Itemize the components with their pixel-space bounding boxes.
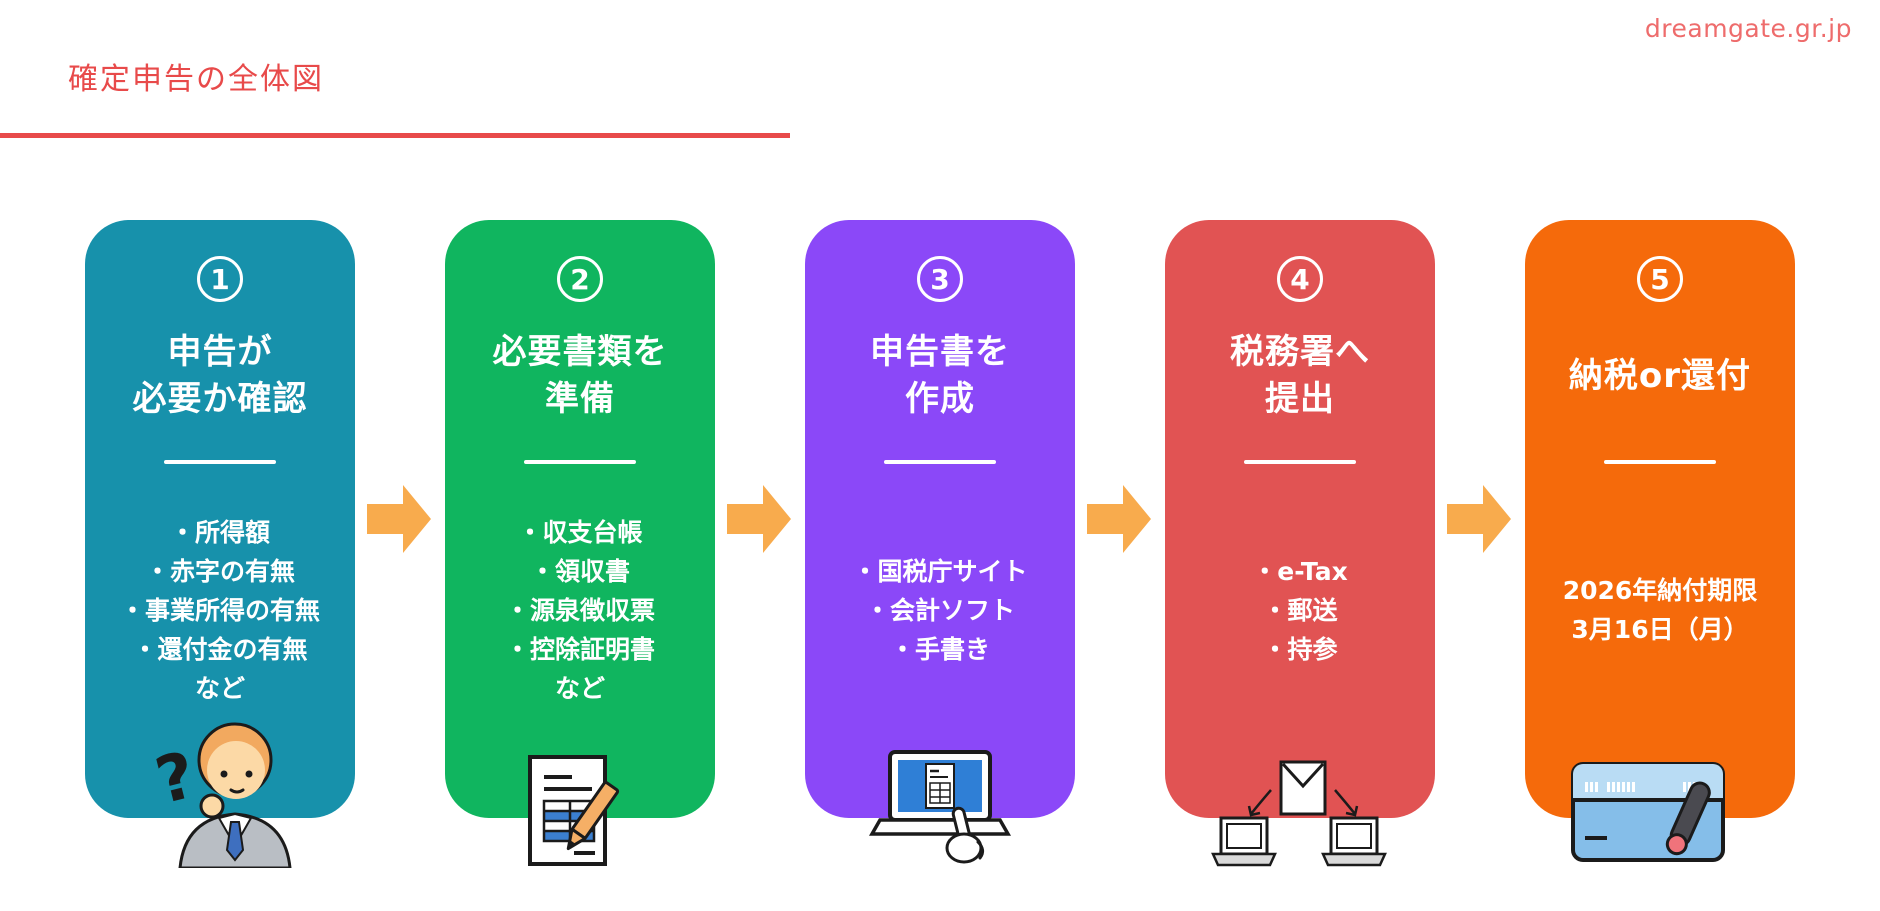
step-illustration bbox=[860, 750, 1020, 868]
step-illustration bbox=[500, 753, 660, 868]
step-card: 1 申告が 必要か確認 ・所得額 ・赤字の有無 ・事業所得の有無 ・還付金の有無… bbox=[85, 220, 355, 870]
envelope-computers-icon bbox=[1211, 760, 1387, 867]
step-number-badge: 2 bbox=[557, 256, 603, 302]
steps-row: 1 申告が 必要か確認 ・所得額 ・赤字の有無 ・事業所得の有無 ・還付金の有無… bbox=[85, 220, 1795, 870]
step-details: ・e-Tax ・郵送 ・持参 bbox=[1252, 556, 1348, 664]
thinking-person-icon: ? bbox=[149, 722, 292, 870]
step-heading: 税務署へ 提出 bbox=[1230, 332, 1370, 419]
title-underline bbox=[0, 133, 790, 138]
step-details: ・所得額 ・赤字の有無 ・事業所得の有無 ・還付金の有無 など bbox=[119, 517, 320, 703]
site-watermark: dreamgate.gr.jp bbox=[1644, 14, 1852, 43]
laptop-hand-icon bbox=[868, 750, 1012, 864]
right-arrow-icon bbox=[727, 485, 791, 553]
step-number-badge: 1 bbox=[197, 256, 243, 302]
step-divider bbox=[164, 460, 276, 464]
step-illustration bbox=[1565, 758, 1755, 868]
step-details: ・収支台帳 ・領収書 ・源泉徴収票 ・控除証明書 など bbox=[504, 517, 655, 703]
credit-card-pen-icon bbox=[1571, 762, 1725, 862]
right-arrow-icon bbox=[1447, 485, 1511, 553]
flow-arrow bbox=[1435, 220, 1525, 818]
step-heading: 納税or還付 bbox=[1568, 355, 1752, 396]
document-pencil-icon bbox=[528, 755, 620, 866]
right-arrow-icon bbox=[367, 485, 431, 553]
step-divider bbox=[1604, 460, 1716, 464]
step-card: 2 必要書類を 準備 ・収支台帳 ・領収書 ・源泉徴収票 ・控除証明書 など bbox=[445, 220, 715, 866]
step-card: 4 税務署へ 提出 ・e-Tax ・郵送 ・持参 bbox=[1165, 220, 1435, 867]
step-card: 3 申告書を 作成 ・国税庁サイト ・会計ソフト ・手書き bbox=[805, 220, 1075, 864]
step-divider bbox=[884, 460, 996, 464]
step-card: 5 納税or還付 2026年納付期限 3月16日（月） bbox=[1525, 220, 1795, 862]
step-details: 2026年納付期限 3月16日（月） bbox=[1562, 576, 1758, 644]
step-details: ・国税庁サイト ・会計ソフト ・手書き bbox=[852, 556, 1028, 664]
flow-arrow bbox=[715, 220, 805, 818]
step-number-badge: 5 bbox=[1637, 256, 1683, 302]
svg-text:?: ? bbox=[149, 738, 203, 819]
step-heading: 必要書類を 準備 bbox=[492, 332, 668, 419]
step-number-badge: 4 bbox=[1277, 256, 1323, 302]
step-divider bbox=[524, 460, 636, 464]
step-number-badge: 3 bbox=[917, 256, 963, 302]
step-illustration: ? bbox=[135, 718, 305, 870]
step-illustration bbox=[1205, 760, 1395, 868]
right-arrow-icon bbox=[1087, 485, 1151, 553]
page-title: 確定申告の全体図 bbox=[68, 62, 324, 97]
step-heading: 申告書を 作成 bbox=[870, 332, 1010, 419]
flow-arrow bbox=[1075, 220, 1165, 818]
step-divider bbox=[1244, 460, 1356, 464]
step-heading: 申告が 必要か確認 bbox=[132, 332, 308, 419]
flow-arrow bbox=[355, 220, 445, 818]
